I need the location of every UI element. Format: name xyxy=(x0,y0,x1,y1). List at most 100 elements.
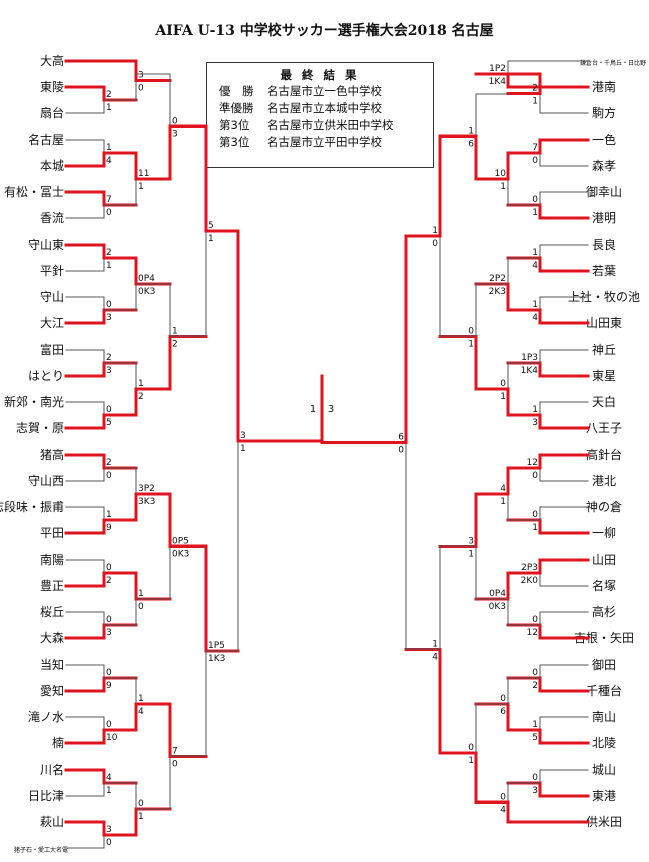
score-label: 0 xyxy=(468,327,474,337)
score-label: 2 xyxy=(106,458,112,468)
score-label: 12 xyxy=(527,458,538,468)
team-label: 千種台 xyxy=(586,683,622,698)
score-label: 3P2 xyxy=(138,484,155,494)
team-label: 森孝 xyxy=(592,158,616,173)
score-label: 10 xyxy=(106,733,118,743)
team-label: 大高 xyxy=(40,53,64,68)
score-label: 5 xyxy=(208,221,214,231)
score-label: 3 xyxy=(138,71,144,81)
team-label: 北陵 xyxy=(592,736,616,750)
score-label: 1 xyxy=(500,392,506,402)
score-label: 0 xyxy=(532,471,538,481)
team-label: 大森 xyxy=(40,630,64,645)
score-label: 2 xyxy=(106,90,112,100)
team-label: 扇台 xyxy=(40,105,64,120)
results-row-champion: 優 勝名古屋市立一色中学校 xyxy=(219,83,433,100)
score-label: 7 xyxy=(172,747,178,757)
score-label: 0 xyxy=(138,84,144,94)
score-label: 1 xyxy=(532,523,538,533)
team-label: 鎌倉台・千鳥丘・日比野 xyxy=(580,59,646,67)
score-label: 2P2 xyxy=(489,274,506,284)
team-label: 名塚 xyxy=(592,578,616,593)
score-label: 0 xyxy=(532,195,538,205)
score-label: 0 xyxy=(106,300,112,310)
score-label: 0 xyxy=(468,743,474,753)
score-label: 3 xyxy=(240,431,246,441)
team-label: 川名 xyxy=(40,762,64,777)
results-row-runner-up: 準優勝名古屋市立本城中学校 xyxy=(219,100,433,117)
score-label: 11 xyxy=(138,169,149,179)
team-label: 当知 xyxy=(40,658,64,672)
score-label: 12 xyxy=(527,628,538,638)
score-label: 3K3 xyxy=(138,497,155,507)
score-label: 6 xyxy=(398,433,404,443)
score-label: 1K4 xyxy=(489,77,507,87)
team-label: 名古屋 xyxy=(28,132,64,147)
score-label: 1 xyxy=(138,589,144,599)
team-label: 御田 xyxy=(592,657,616,672)
score-label: 1K3 xyxy=(208,654,225,664)
results-label: 第3位 xyxy=(219,135,250,149)
team-label: 東港 xyxy=(592,789,616,803)
team-label: 天白 xyxy=(592,394,616,409)
score-label: 0 xyxy=(532,156,538,166)
score-label: 1 xyxy=(468,340,474,350)
score-label: 1 xyxy=(532,405,538,415)
team-label: 港北 xyxy=(592,474,616,488)
score-label: 10 xyxy=(495,169,507,179)
results-heading: 最 終 結 果 xyxy=(280,68,360,82)
score-label: 0 xyxy=(500,379,506,389)
score-label: 0 xyxy=(106,615,112,625)
final-score: 3 xyxy=(328,404,334,415)
score-label: 3 xyxy=(172,130,178,140)
team-label: 大江 xyxy=(40,316,64,330)
score-label: 4 xyxy=(106,156,112,166)
team-label: 御幸山 xyxy=(586,184,622,199)
team-label: 港明 xyxy=(592,211,616,225)
score-label: 0 xyxy=(532,510,538,520)
score-label: 1 xyxy=(138,812,144,822)
score-label: 1P2 xyxy=(489,64,506,74)
score-label: 3 xyxy=(468,537,474,547)
team-label: 志賀・原 xyxy=(16,421,64,435)
score-label: 1 xyxy=(468,756,474,766)
score-label: 1 xyxy=(172,327,178,337)
team-label: 平田 xyxy=(40,526,64,540)
score-label: 1 xyxy=(432,640,438,650)
score-label: 1 xyxy=(106,261,112,271)
team-label: 愛知 xyxy=(40,684,64,698)
score-label: 0K3 xyxy=(172,550,189,560)
score-label: 2 xyxy=(532,84,538,94)
score-label: 0 xyxy=(532,773,538,783)
score-label: 4 xyxy=(138,707,144,717)
score-label: 1 xyxy=(532,208,538,218)
score-label: 2P3 xyxy=(521,563,538,573)
score-label: 0 xyxy=(106,668,112,678)
team-label: 東陵 xyxy=(40,80,64,94)
score-label: 0 xyxy=(500,694,506,704)
score-label: 1 xyxy=(532,97,538,107)
team-label: 平針 xyxy=(40,263,64,278)
score-label: 1 xyxy=(500,497,506,507)
score-label: 7 xyxy=(106,195,112,205)
results-row-third: 第3位名古屋市立平田中学校 xyxy=(219,134,433,151)
score-label: 6 xyxy=(500,707,506,717)
score-label: 2 xyxy=(106,248,112,258)
score-label: 0 xyxy=(138,799,144,809)
team-label: 高杉 xyxy=(592,604,616,619)
team-label: 吉根・矢田 xyxy=(574,631,634,645)
score-label: 0K3 xyxy=(138,287,155,297)
score-label: 1P3 xyxy=(521,353,538,363)
score-label: 1 xyxy=(106,510,112,520)
score-label: 9 xyxy=(106,523,112,533)
final-results-box: 最 終 結 果 優 勝名古屋市立一色中学校 準優勝名古屋市立本城中学校 第3位名… xyxy=(206,62,434,168)
score-label: 0K3 xyxy=(489,602,506,612)
team-label: はとり xyxy=(28,369,64,383)
score-label: 2K3 xyxy=(489,287,506,297)
score-label: 1 xyxy=(532,248,538,258)
score-label: 0 xyxy=(106,838,112,848)
score-label: 0 xyxy=(138,602,144,612)
score-label: 1 xyxy=(138,379,144,389)
score-label: 4 xyxy=(500,484,506,494)
team-label: 神丘 xyxy=(592,343,616,357)
